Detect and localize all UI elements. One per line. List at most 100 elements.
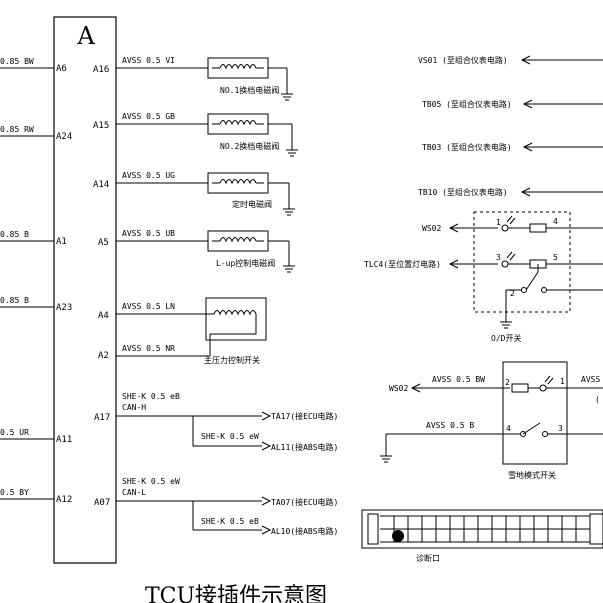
left-pin-a1: 0.85 B A1 — [0, 230, 67, 247]
pin-number: 4 — [553, 217, 558, 226]
can-dest-label: AL10(接ABS电路) — [271, 526, 338, 536]
right-wire-label: AVSS 0.5 NR — [122, 344, 175, 353]
right-wire-label: AVSS 0.5 UB — [122, 229, 175, 238]
left-pin-label: A24 — [56, 132, 72, 142]
pressure-switch-icon — [205, 297, 267, 341]
arrow-right-icon — [261, 441, 272, 451]
left-pin-a11: 0.5 UR A11 — [0, 428, 72, 445]
lamp-icon — [501, 260, 509, 268]
right-wire-label: AVSS 0.5 UG — [122, 171, 175, 180]
snow-wire-top: AVSS 0.5 BW — [432, 375, 485, 384]
pin-a15-solenoid: A15 AVSS 0.5 GB NO.2换档电磁阀 — [93, 112, 298, 157]
snow-wire-bottom: AVSS 0.5 B — [426, 421, 474, 430]
right-pin-label: A16 — [93, 65, 109, 75]
left-pin-a12: 0.5 BY A12 — [0, 488, 72, 505]
resistor-icon — [511, 383, 529, 393]
left-pin-label: A1 — [56, 237, 67, 247]
switch-contact-icon — [525, 271, 539, 291]
can-wire-label: SHE-K 0.5 eW — [122, 477, 180, 486]
can-sub-label: CAN-H — [122, 403, 146, 412]
pin-number: 5 — [553, 253, 558, 262]
right-pin-label: A15 — [93, 121, 109, 131]
left-pin-label: A11 — [56, 435, 72, 445]
signal-label: VS01 (至组合仪表电路) — [418, 55, 508, 65]
figure-title: TCU接插件示意图 — [145, 584, 327, 603]
left-wire-label: 0.5 UR — [0, 428, 29, 437]
lamp-icon — [501, 224, 509, 232]
left-pin-label: A6 — [56, 64, 67, 74]
signal-tb10: TB10 (至组合仪表电路) — [418, 187, 603, 197]
signal-label: TB05 (至组合仪表电路) — [422, 99, 512, 109]
pin-number: 3 — [558, 424, 563, 433]
connector-a-title: A — [76, 22, 95, 50]
od-switch-box — [473, 211, 571, 313]
signal-label: TB03 (至组合仪表电路) — [422, 142, 512, 152]
pin-number: 4 — [506, 424, 511, 433]
can-dest-label: AL11(接ABS电路) — [271, 442, 338, 452]
right-pin-label: A5 — [98, 238, 109, 248]
snow-paren: ( — [595, 395, 600, 404]
can-dest-label: TA17(接ECU电路) — [271, 411, 338, 421]
left-wire-label: 0.85 B — [0, 230, 29, 239]
od-tlc4-label: TLC4(至位置灯电路) — [364, 259, 441, 269]
can-wire-label: SHE-K 0.5 eB — [122, 392, 180, 401]
diagnostic-connector-icon — [361, 509, 603, 549]
right-pin-label: A4 — [98, 311, 109, 321]
right-pin-label: A2 — [98, 351, 109, 361]
pin-number: 2 — [505, 378, 510, 387]
pin-a16-solenoid: A16 AVSS 0.5 VI NO.1换档电磁阀 — [93, 56, 293, 101]
snow-wire-top-right: AVSS — [581, 375, 600, 384]
signal-vs01: VS01 (至组合仪表电路) — [418, 55, 603, 65]
arrow-right-icon — [261, 496, 272, 506]
right-wire-label: AVSS 0.5 GB — [122, 112, 175, 121]
right-pin-label: A07 — [94, 498, 110, 508]
can-sub-label: CAN-L — [122, 488, 146, 497]
od-ws02-label: WS02 — [422, 224, 441, 233]
component-label: 主压力控制开关 — [204, 355, 260, 365]
component-label: NO.2换档电磁阀 — [220, 141, 279, 151]
component-label: L-up控制电磁阀 — [216, 258, 275, 268]
left-wire-label: 0.85 B — [0, 296, 29, 305]
od-switch: WS02 TLC4(至位置灯电路) 1 4 3 5 2 O/D开关 — [364, 211, 603, 343]
pin-a5-solenoid: A5 AVSS 0.5 UB L-up控制电磁阀 — [98, 229, 295, 273]
left-pin-a23: 0.85 B A23 — [0, 296, 72, 313]
pin-number: 3 — [496, 253, 501, 262]
component-label: NO.1换档电磁阀 — [220, 85, 279, 95]
left-pin-label: A12 — [56, 495, 72, 505]
left-pin-label: A23 — [56, 303, 72, 313]
can-wire-label: SHE-K 0.5 eB — [201, 517, 259, 526]
component-label: 定时电磁阀 — [232, 199, 272, 209]
can-dest-label: TA07(接ECU电路) — [271, 497, 338, 507]
diagnostic-caption: 诊断口 — [416, 553, 440, 563]
connector-a-block — [53, 16, 117, 564]
signal-tb05: TB05 (至组合仪表电路) — [422, 99, 603, 109]
pin-a17-can-h: A17 SHE-K 0.5 eB CAN-H TA17(接ECU电路) SHE-… — [94, 392, 338, 452]
left-pin-a6: 0.85 BW A6 — [0, 57, 67, 74]
switch-contact-icon — [522, 422, 541, 435]
right-pin-label: A17 — [94, 413, 110, 423]
lamp-icon — [539, 384, 547, 392]
signal-label: TB10 (至组合仪表电路) — [418, 187, 508, 197]
arrow-right-icon — [261, 525, 272, 535]
pin-number: 1 — [560, 377, 565, 386]
resistor-icon — [529, 223, 547, 233]
left-wire-label: 0.85 RW — [0, 125, 34, 134]
snow-mode-switch: WS02 AVSS 0.5 BW 2 1 AVSS ( AVSS 0.5 B 4… — [380, 361, 603, 480]
left-wire-label: 0.85 BW — [0, 57, 34, 66]
pin-a07-can-l: A07 SHE-K 0.5 eW CAN-L TA07(接ECU电路) SHE-… — [94, 477, 338, 536]
od-caption: O/D开关 — [491, 333, 521, 343]
can-wire-label: SHE-K 0.5 eW — [201, 432, 259, 441]
snow-ws02-label: WS02 — [389, 384, 408, 393]
pin-a14-solenoid: A14 AVSS 0.5 UG 定时电磁阀 — [93, 171, 295, 216]
signal-tb03: TB03 (至组合仪表电路) — [422, 142, 603, 152]
right-pin-label: A14 — [93, 180, 109, 190]
pin-number: 1 — [496, 218, 501, 227]
arrow-right-icon — [261, 411, 272, 421]
right-wire-label: AVSS 0.5 LN — [122, 302, 175, 311]
left-pin-a24: 0.85 RW A24 — [0, 125, 72, 142]
pin-a4-a2-pressure-switch: A4 AVSS 0.5 LN A2 AVSS 0.5 NR 主压力控制开关 — [98, 297, 267, 365]
snow-switch-box — [502, 361, 568, 465]
diagnostic-port: 诊断口 — [361, 509, 603, 563]
snow-caption: 雪地模式开关 — [508, 470, 556, 480]
